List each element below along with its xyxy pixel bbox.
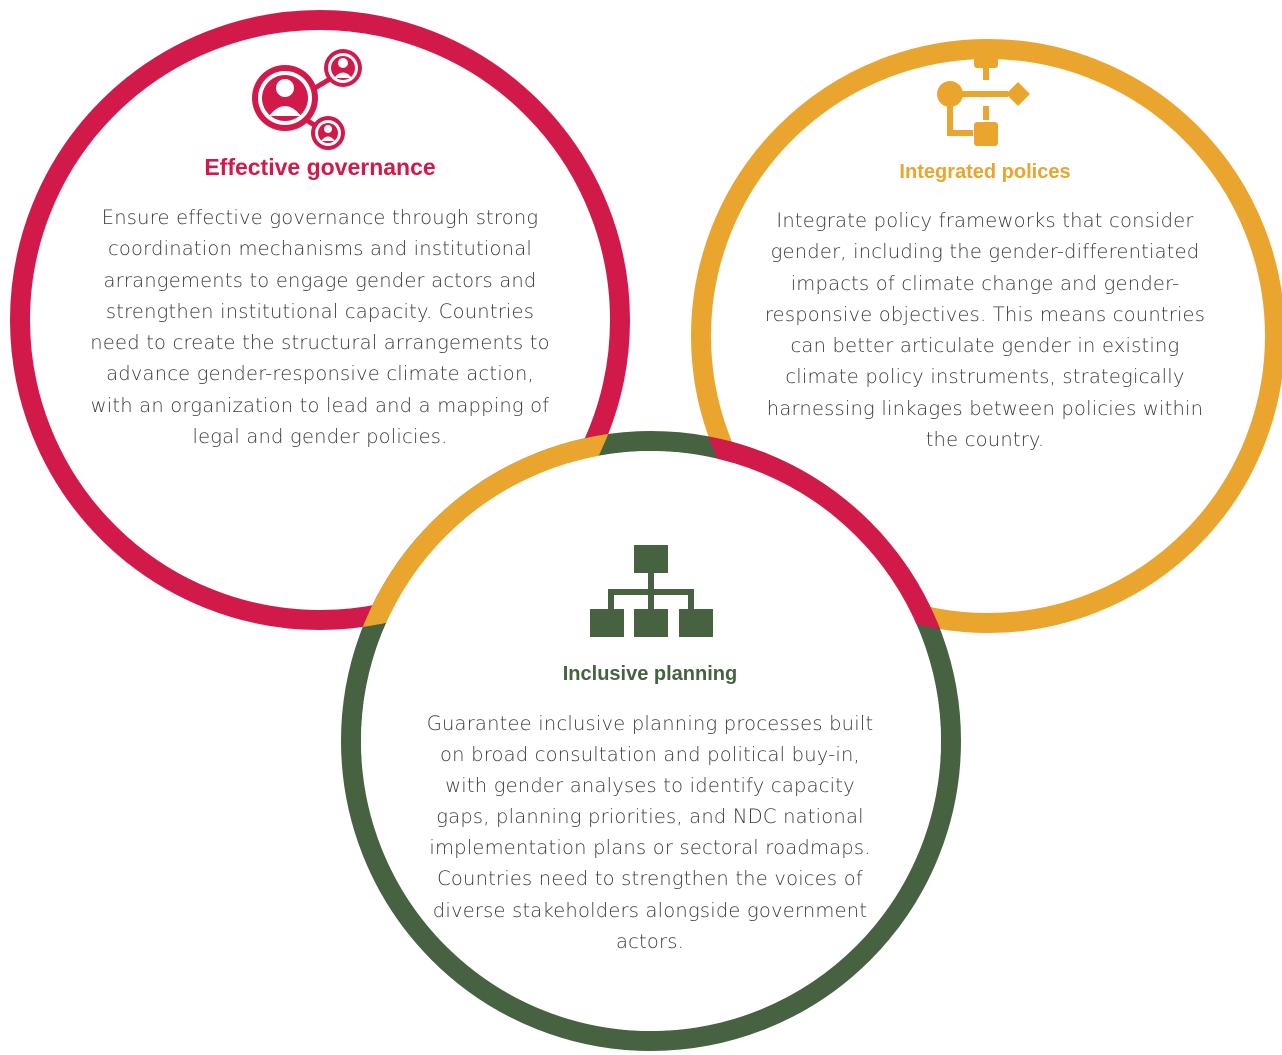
governance-title: Effective governance <box>204 154 436 180</box>
planning-title: Inclusive planning <box>562 663 738 685</box>
governance-description: Ensure effective governance through stro… <box>90 206 550 449</box>
planning-inner <box>361 451 941 1031</box>
org-chart-icon <box>590 545 713 637</box>
policies-description: Integrate policy frameworks that conside… <box>764 209 1206 452</box>
governance-ring <box>10 10 630 630</box>
planning-description: Guarantee inclusive planning processes b… <box>426 712 874 953</box>
planning-ring <box>341 431 961 1051</box>
policies-title: Integrated polices <box>899 161 1071 183</box>
people-network-icon <box>252 49 362 150</box>
flowchart-icon <box>937 48 1030 146</box>
